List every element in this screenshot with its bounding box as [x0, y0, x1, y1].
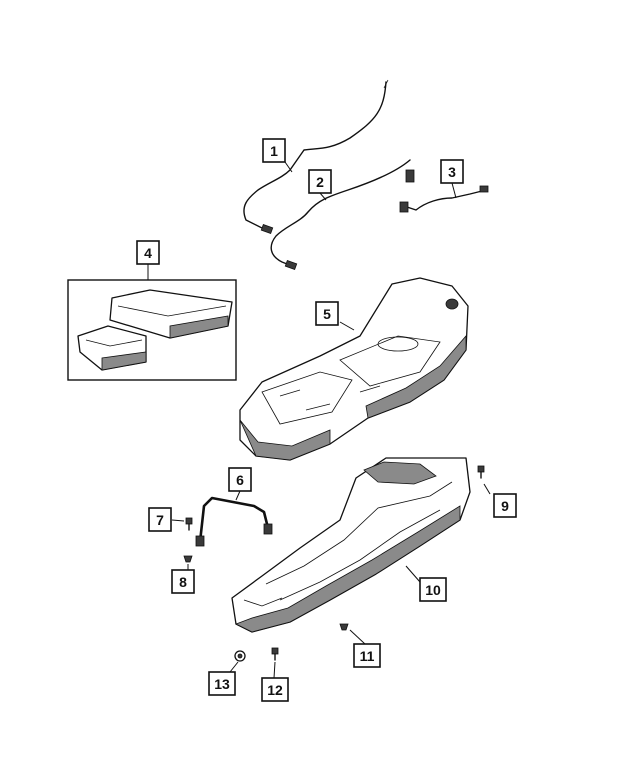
bolt-9 — [477, 465, 485, 479]
callout-2: 2 — [308, 169, 332, 194]
svg-text:10: 10 — [425, 582, 441, 598]
callout-10: 10 — [419, 577, 447, 602]
fuel-tank-5 — [239, 277, 469, 461]
svg-text:5: 5 — [323, 306, 331, 322]
callout-3: 3 — [440, 159, 464, 184]
callout-7: 7 — [148, 507, 172, 532]
callout-13: 13 — [208, 671, 236, 696]
svg-text:8: 8 — [179, 574, 187, 590]
svg-text:6: 6 — [236, 472, 244, 488]
callout-11: 11 — [353, 643, 381, 668]
heat-shield-group-4 — [67, 279, 237, 381]
callout-6: 6 — [228, 467, 252, 492]
svg-text:3: 3 — [448, 164, 456, 180]
callout-5: 5 — [315, 301, 339, 326]
svg-text:12: 12 — [267, 682, 283, 698]
callout-8: 8 — [171, 569, 195, 594]
svg-text:7: 7 — [156, 512, 164, 528]
svg-text:13: 13 — [214, 676, 230, 692]
callout-12: 12 — [261, 677, 289, 702]
clip-11 — [339, 623, 349, 631]
callout-9: 9 — [493, 493, 517, 518]
bolt-12 — [271, 647, 279, 661]
svg-text:4: 4 — [144, 245, 152, 261]
leader-lines — [147, 161, 491, 679]
skid-plate-10 — [231, 457, 471, 633]
tank-strap-6 — [195, 496, 273, 547]
svg-text:2: 2 — [316, 174, 324, 190]
svg-text:1: 1 — [270, 143, 278, 159]
bolt-7 — [185, 517, 193, 531]
fuel-line-3 — [399, 185, 489, 213]
nut-8 — [183, 555, 193, 563]
grommet-13 — [234, 650, 246, 662]
fuel-line-1 — [243, 79, 389, 235]
callout-4: 4 — [136, 240, 160, 265]
fuel-line-2 — [270, 159, 415, 271]
callout-1: 1 — [262, 138, 286, 163]
svg-text:11: 11 — [360, 648, 375, 664]
svg-text:9: 9 — [501, 498, 509, 514]
